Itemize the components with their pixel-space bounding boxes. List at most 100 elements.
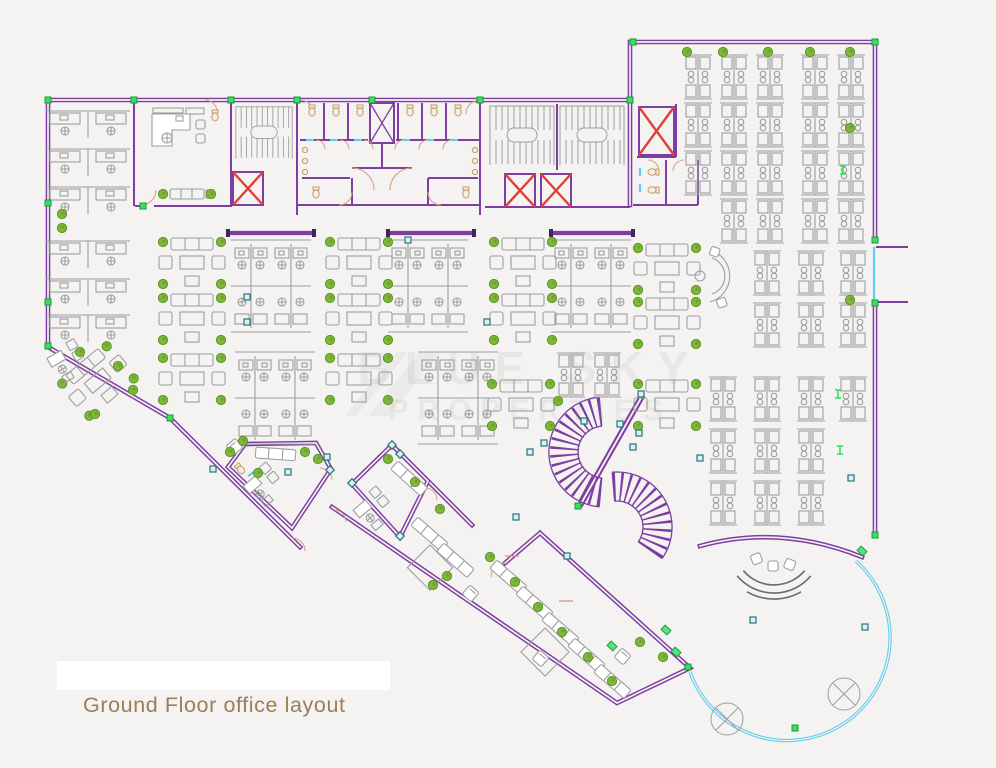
reception-desk-shelf <box>746 591 802 600</box>
desk-row <box>45 278 131 307</box>
workstation-pod <box>796 250 826 296</box>
workstation-cluster <box>234 351 276 445</box>
workstation-pod <box>683 150 713 196</box>
lounge-set <box>325 293 392 344</box>
sink <box>471 146 479 154</box>
workstations-mid-right <box>708 250 868 526</box>
workstation-pod <box>683 102 713 148</box>
square-table <box>406 544 454 592</box>
workstation-pod <box>796 376 826 422</box>
workstation-pod <box>800 54 830 100</box>
workstation-cluster <box>550 239 592 333</box>
spiral-stair-upper <box>548 396 603 508</box>
desk-row <box>45 240 131 269</box>
lounge-set <box>633 243 700 294</box>
restroom-shaft <box>369 102 395 144</box>
workstation-pod <box>838 250 868 296</box>
staircase-u <box>235 106 293 160</box>
desk-row <box>45 314 131 343</box>
workstation-pod <box>719 150 749 196</box>
lounge-set <box>158 237 225 288</box>
elevator-shaft <box>231 170 265 207</box>
workstation-pod <box>752 428 782 474</box>
lounge-set <box>633 297 700 348</box>
workstations-top-right <box>683 54 866 244</box>
workstation-pod <box>683 54 713 100</box>
lounge-hall <box>406 516 632 700</box>
door-swings <box>140 99 685 578</box>
watermark-logo <box>345 352 441 416</box>
workstation-pod <box>752 250 782 296</box>
workstation-cluster <box>387 239 429 333</box>
workstation-pod <box>755 198 785 244</box>
workstation-pod <box>836 54 866 100</box>
revolving-door <box>710 702 744 736</box>
sofa <box>254 446 297 462</box>
workstation-pod <box>800 198 830 244</box>
workstation-pod <box>838 376 868 422</box>
workstation-pod <box>752 376 782 422</box>
partition-cap <box>549 229 553 237</box>
toilet <box>233 462 246 475</box>
sink <box>301 146 309 154</box>
staircase-u <box>489 105 555 166</box>
watermark: BLUE SKY PROPERTIES <box>345 342 688 427</box>
restroom-shaft-brace <box>369 102 395 144</box>
workstation-pod <box>719 54 749 100</box>
elevator-shaft <box>503 172 537 209</box>
workstation-cluster <box>274 351 316 445</box>
workstation-pod <box>836 150 866 196</box>
reception-chair <box>767 560 779 572</box>
workstation-pod <box>755 102 785 148</box>
reception-chair <box>708 246 721 258</box>
workstation-pod <box>752 302 782 348</box>
partition-cap <box>226 229 230 237</box>
lounge-set <box>489 293 556 344</box>
executive-office <box>151 107 215 200</box>
workstation-pod <box>708 376 738 422</box>
lounge-set <box>158 353 225 404</box>
wall-junction-markers <box>44 38 879 732</box>
column-marker <box>670 646 682 658</box>
workstation-pod <box>708 480 738 526</box>
workstation-pod <box>796 480 826 526</box>
partition-cap <box>472 229 476 237</box>
desk-row <box>45 110 131 139</box>
column-marker <box>660 624 672 636</box>
desk-row <box>45 148 131 177</box>
sink <box>301 157 309 165</box>
page-title: Ground Floor office layout <box>83 693 346 717</box>
guest-chair <box>195 133 206 144</box>
workstation-pod <box>800 150 830 196</box>
monitor <box>175 115 184 122</box>
workstation-pod <box>800 102 830 148</box>
sink <box>301 168 309 176</box>
interior-partitions <box>133 100 908 508</box>
office-chair <box>694 270 706 282</box>
reception-chair <box>716 296 728 309</box>
revolving-door <box>827 677 861 711</box>
workstation-pod <box>796 302 826 348</box>
sink <box>471 157 479 165</box>
workstation-cluster <box>427 239 469 333</box>
desk-row <box>45 186 131 215</box>
reception-chair <box>750 552 763 566</box>
reception-desk-outer <box>736 575 812 594</box>
workstation-pod <box>752 480 782 526</box>
tiny-red-annotation <box>505 555 573 602</box>
sofa <box>390 460 429 497</box>
sofa <box>436 542 475 579</box>
logo-placeholder-box <box>57 661 390 690</box>
reception-chair <box>783 558 797 571</box>
lounge-set <box>489 237 556 288</box>
partition-cap <box>312 229 316 237</box>
workstation-cluster <box>270 239 312 333</box>
cabinet <box>185 107 205 115</box>
reception-desk-inner <box>742 570 806 586</box>
lounge-set <box>158 293 225 344</box>
sink <box>471 168 479 176</box>
staircases <box>235 105 673 560</box>
workstation-pod <box>755 54 785 100</box>
